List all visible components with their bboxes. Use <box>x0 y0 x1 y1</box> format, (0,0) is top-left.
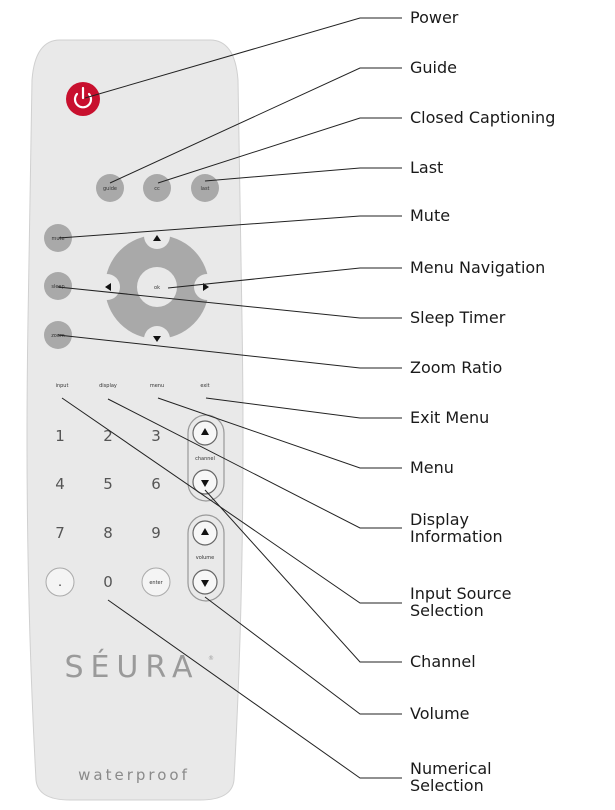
mute-button[interactable]: mute <box>44 224 72 252</box>
digit-4-button[interactable]: 4 <box>55 475 65 493</box>
leader-line-mute <box>58 215 402 239</box>
registered-mark: ® <box>208 655 214 662</box>
menu-button[interactable]: menu <box>150 383 164 389</box>
digit-9-button[interactable]: 9 <box>151 524 161 542</box>
last-button[interactable]: last <box>191 174 219 202</box>
digit-7-button[interactable]: 7 <box>55 524 65 542</box>
callout-guide: Guide <box>410 58 457 77</box>
remote-body <box>26 39 244 801</box>
power-icon <box>73 86 93 109</box>
volume-label: volume <box>196 555 215 561</box>
callout-channel: Channel <box>410 652 476 671</box>
guide-button-label: guide <box>103 186 117 192</box>
power-button[interactable] <box>66 82 100 116</box>
leader-line-last <box>204 167 402 182</box>
leader-line-zoom-ratio <box>57 334 402 369</box>
digit-3-button[interactable]: 3 <box>151 427 161 445</box>
exit-button[interactable]: exit <box>200 383 209 389</box>
callout-volume: Volume <box>410 704 470 723</box>
volume-rocker[interactable]: volume <box>187 514 225 602</box>
digit-8-button[interactable]: 8 <box>103 524 113 542</box>
callout-input-source-selection: Input Source Selection <box>410 584 512 620</box>
enter-button[interactable]: enter <box>141 567 171 597</box>
channel-up-icon[interactable] <box>201 428 209 435</box>
ok-button-label[interactable]: ok <box>154 285 160 291</box>
callout-sleep-timer: Sleep Timer <box>410 308 506 327</box>
callout-closed-captioning: Closed Captioning <box>410 108 556 127</box>
leader-line-menu <box>157 397 402 469</box>
cc-button-label: cc <box>154 186 160 192</box>
callout-numerical-selection: Numerical Selection <box>410 759 492 795</box>
volume-up-icon[interactable] <box>201 528 209 535</box>
leader-line-numerical-selection <box>107 599 402 779</box>
up-arrow-icon[interactable] <box>153 235 161 241</box>
callout-mute: Mute <box>410 206 451 225</box>
brand-logo: SÉURA <box>64 649 199 685</box>
dot-button-label: . <box>58 575 62 589</box>
down-arrow-icon[interactable] <box>153 336 161 342</box>
leader-line-input-source-selection <box>61 397 402 604</box>
digit-5-button[interactable]: 5 <box>103 475 113 493</box>
callout-power: Power <box>410 8 459 27</box>
dot-button[interactable]: . <box>45 567 75 597</box>
channel-label: channel <box>195 456 215 462</box>
leader-line-display-information <box>107 398 402 529</box>
channel-down-icon[interactable] <box>201 480 209 487</box>
cc-button[interactable]: cc <box>143 174 171 202</box>
digit-6-button[interactable]: 6 <box>151 475 161 493</box>
last-button-label: last <box>200 186 209 192</box>
leader-line-volume <box>204 596 402 715</box>
leader-line-closed-captioning <box>157 117 402 184</box>
callout-menu-navigation: Menu Navigation <box>410 258 546 277</box>
input-button[interactable]: input <box>56 383 69 389</box>
channel-rocker[interactable]: channel <box>187 414 225 502</box>
left-arrow-icon[interactable] <box>105 283 111 291</box>
leader-line-sleep-timer <box>57 286 402 319</box>
right-arrow-icon[interactable] <box>203 283 209 291</box>
leader-line-power <box>84 17 402 99</box>
callout-exit-menu: Exit Menu <box>410 408 490 427</box>
digit-0-button[interactable]: 0 <box>103 573 113 591</box>
leader-lines <box>57 17 402 779</box>
digit-1-button[interactable]: 1 <box>55 427 65 445</box>
guide-button[interactable]: guide <box>96 174 124 202</box>
zoom-button-label: zoom <box>51 333 65 339</box>
waterproof-tagline: waterproof <box>78 766 190 784</box>
mute-button-label: mute <box>51 236 64 242</box>
volume-down-icon[interactable] <box>201 580 209 587</box>
callout-display-information: Display Information <box>410 510 503 546</box>
display-button[interactable]: display <box>99 383 117 389</box>
digit-2-button[interactable]: 2 <box>103 427 113 445</box>
callout-zoom-ratio: Zoom Ratio <box>410 358 503 377</box>
leader-line-menu-navigation <box>167 267 402 289</box>
leader-line-exit-menu <box>205 397 402 419</box>
callout-last: Last <box>410 158 444 177</box>
sleep-button[interactable]: sleep <box>44 272 72 300</box>
callout-menu: Menu <box>410 458 454 477</box>
enter-button-label: enter <box>149 580 163 586</box>
leader-line-channel <box>204 489 402 663</box>
leader-line-guide <box>109 67 402 184</box>
